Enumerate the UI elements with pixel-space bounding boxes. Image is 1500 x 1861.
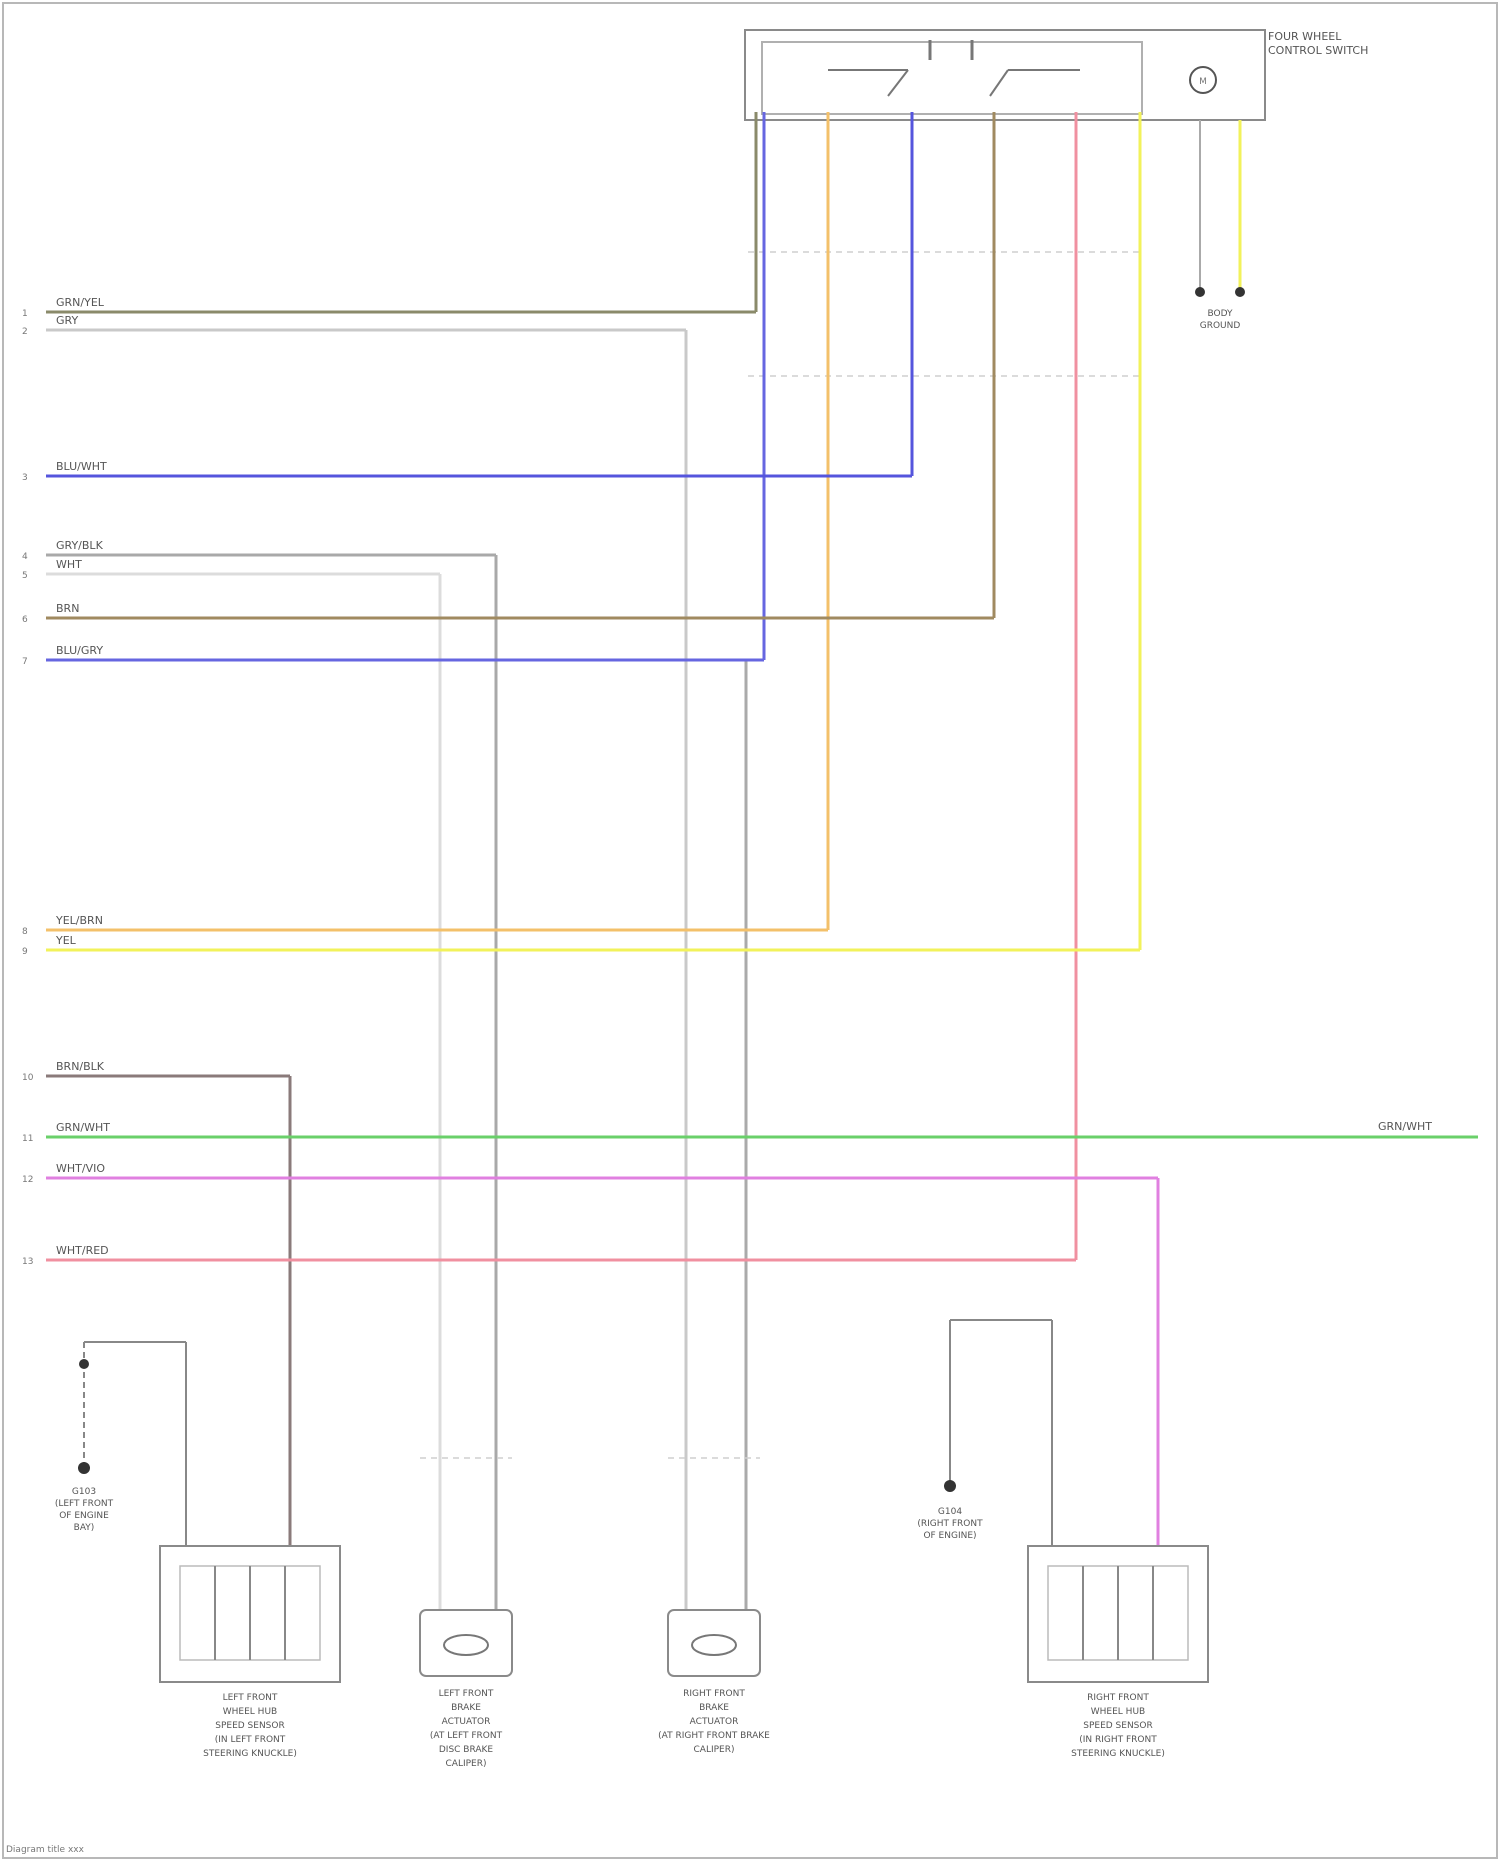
wire-grn-yel: GRN/YEL 1 (22, 296, 756, 319)
wire-label: GRN/YEL (56, 296, 105, 309)
wire-brn-blk: BRN/BLK 10 (22, 1060, 290, 1083)
pin-number: 10 (22, 1073, 34, 1083)
pin-number: 1 (22, 309, 28, 319)
wire-label: GRN/WHT (56, 1121, 110, 1134)
wire-grn-wht: GRN/WHT 11 (22, 1121, 1478, 1144)
pin-number: 12 (22, 1175, 33, 1185)
pin-number: 6 (22, 615, 28, 625)
wire-label: YEL/BRN (55, 914, 103, 927)
wire-gry-blk: GRY/BLK 4 (22, 539, 496, 562)
footer-label: Diagram title xxx (6, 1845, 85, 1855)
wire-yel-brn: YEL/BRN 8 (22, 914, 828, 937)
wire-blu-wht: BLU/WHT 3 (22, 460, 912, 483)
wire-brn: BRN 6 (22, 602, 994, 625)
pin-number: 4 (22, 552, 28, 562)
wire-label: WHT/VIO (56, 1162, 105, 1175)
switch-harness (290, 112, 1158, 1610)
wire-label: BLU/WHT (56, 460, 107, 473)
wire-label: GRY/BLK (56, 539, 104, 552)
pin-number: 11 (22, 1134, 33, 1144)
pin-number: 2 (22, 327, 28, 337)
pin-number: 5 (22, 571, 28, 581)
pin-number: 7 (22, 657, 28, 667)
wire-wht-vio: WHT/VIO 12 (22, 1162, 1158, 1185)
wire-blu-gry: BLU/GRY 7 (22, 644, 764, 667)
motor-icon: M (1199, 77, 1207, 87)
wire-label: WHT (56, 558, 82, 571)
pin-number: 8 (22, 927, 28, 937)
right-wire-label: GRN/WHT (1378, 1120, 1432, 1133)
wire-label: GRY (56, 314, 78, 327)
pin-number: 13 (22, 1257, 33, 1267)
wire-label: BRN (56, 602, 79, 615)
wire-wht-red: WHT/RED 13 (22, 1244, 1076, 1267)
wire-wht: WHT 5 (22, 558, 440, 581)
wire-gry: GRY 2 (22, 314, 686, 337)
pin-number: 9 (22, 947, 28, 957)
wire-label: WHT/RED (56, 1244, 109, 1257)
wire-yel: YEL 9 (22, 934, 1140, 957)
wire-label: BRN/BLK (56, 1060, 105, 1073)
wire-label: YEL (55, 934, 77, 947)
pin-number: 3 (22, 473, 28, 483)
wire-label: BLU/GRY (56, 644, 103, 657)
